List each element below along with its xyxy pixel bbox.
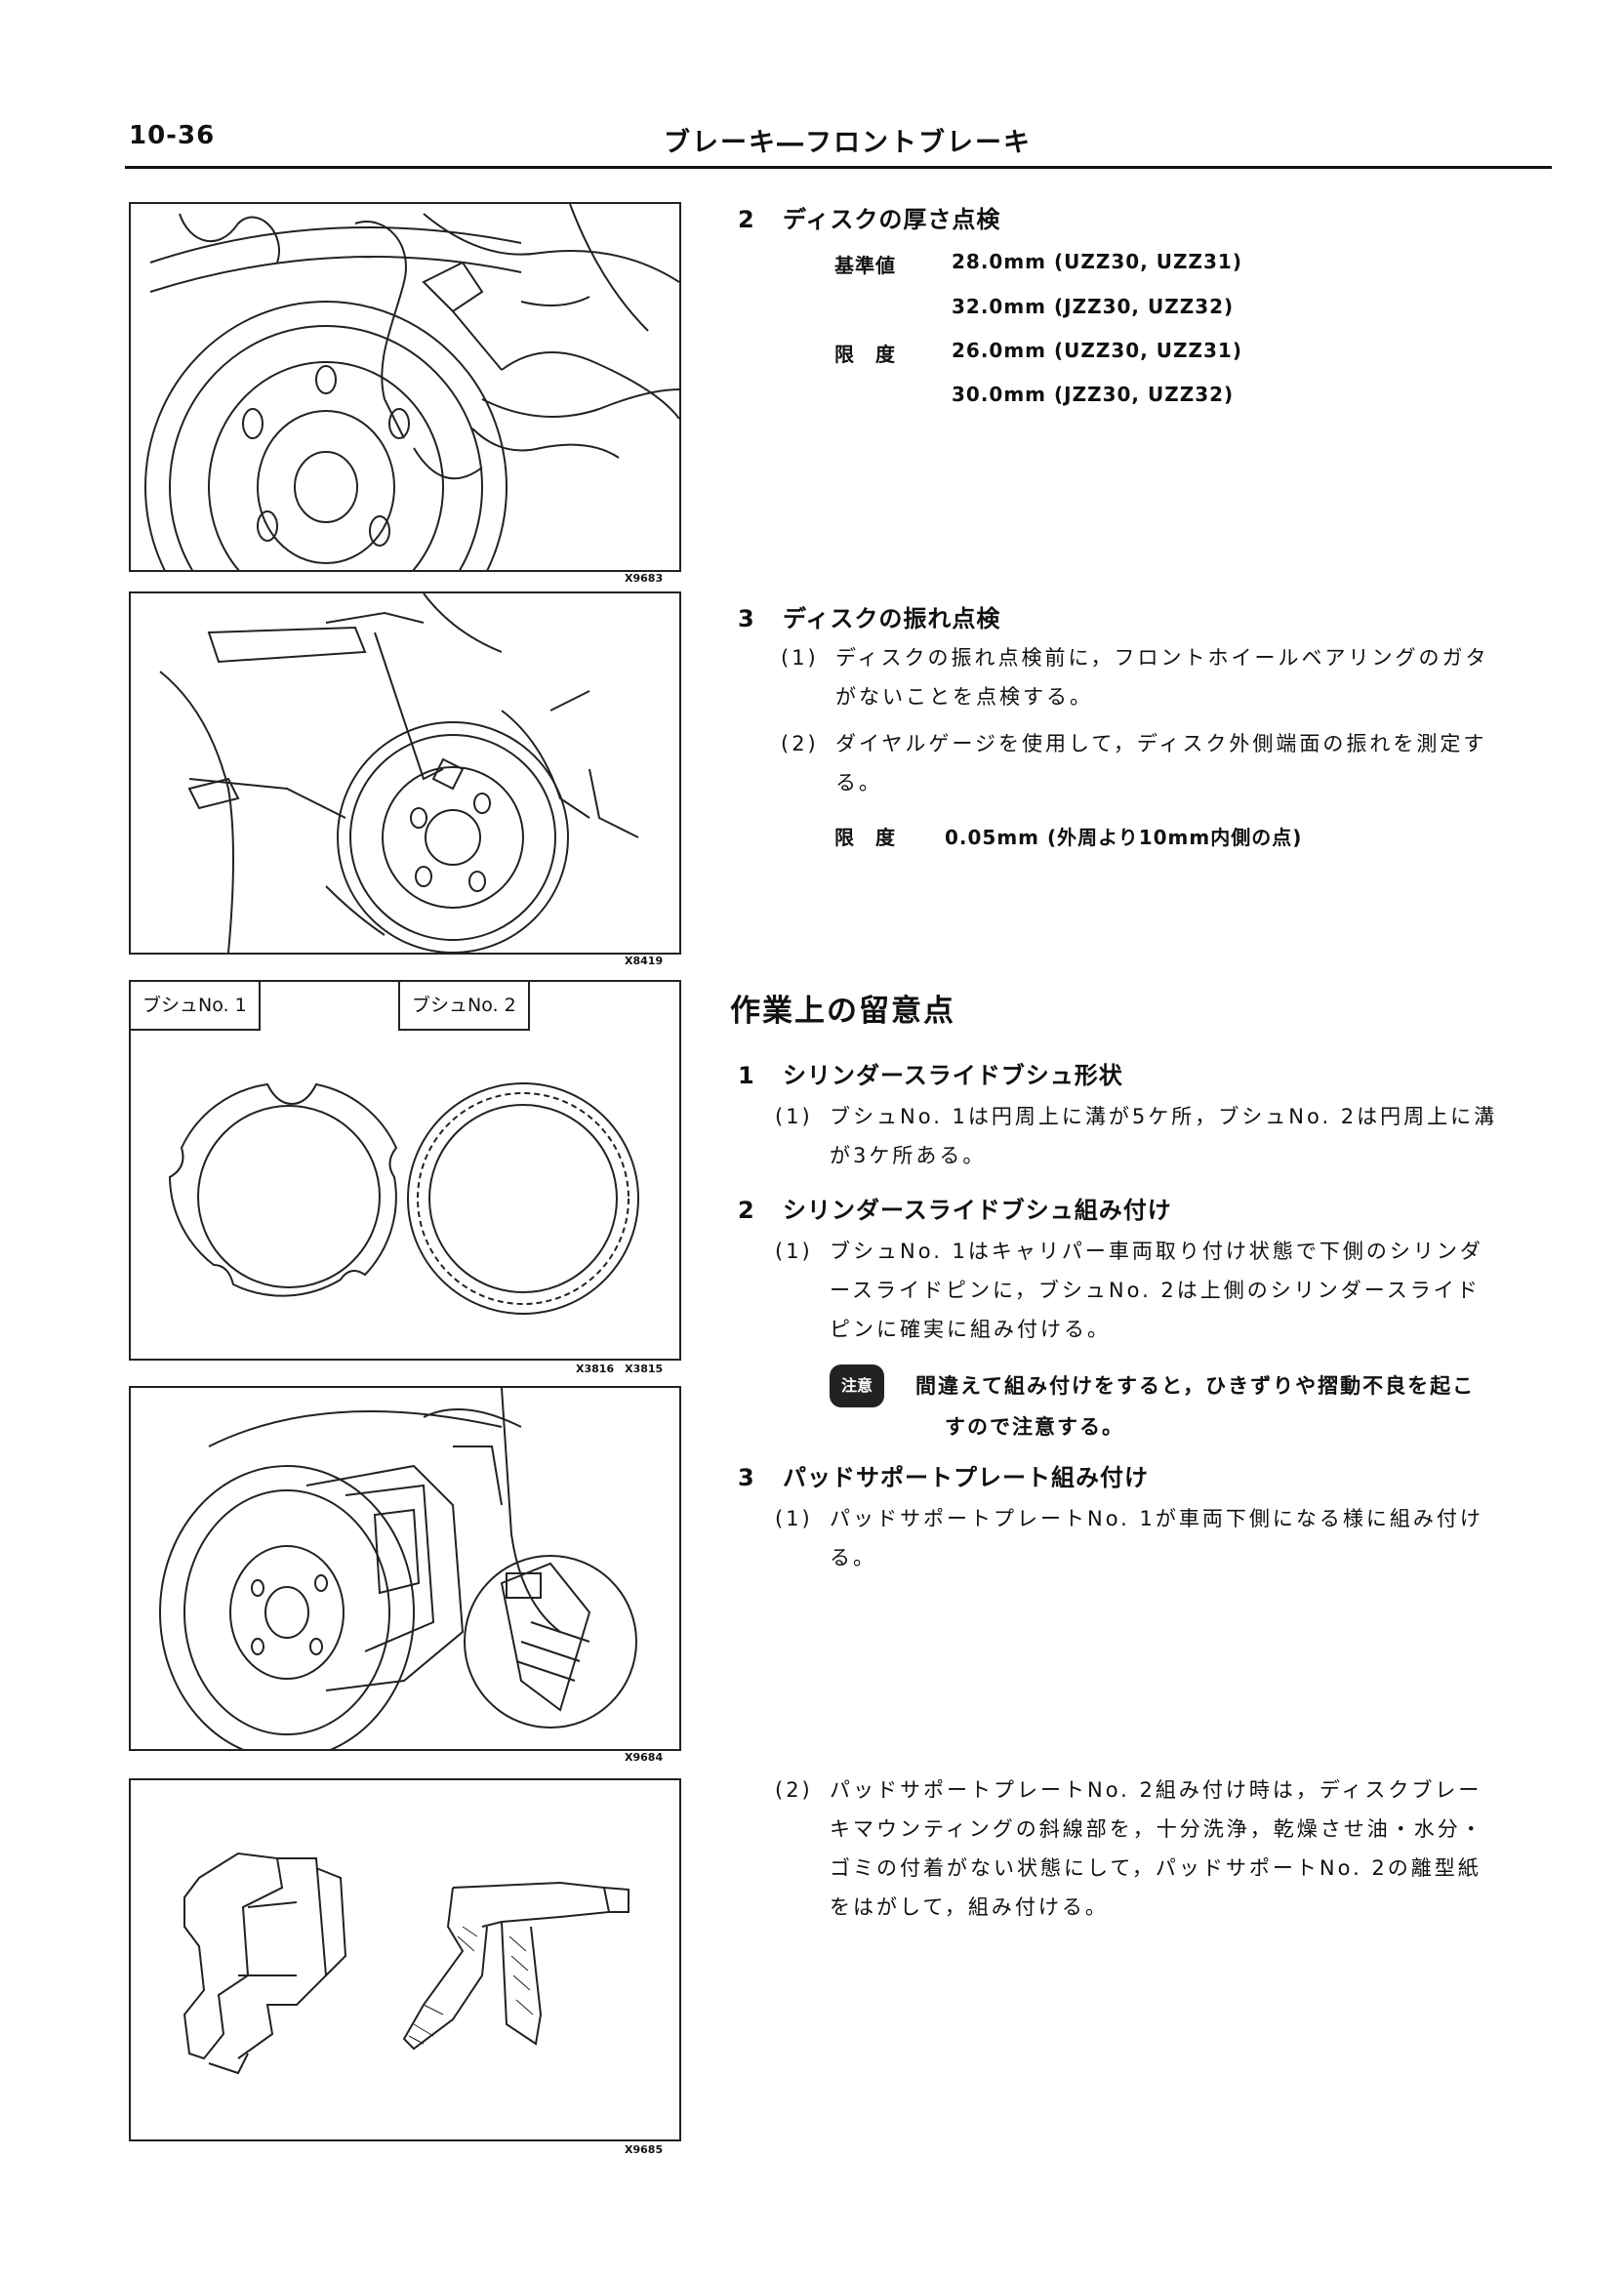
- paragraph-line: が3ケ所ある。: [830, 1144, 987, 1167]
- paragraph: (1) パッドサポートプレートNo. 1が車両下側になる様に組み付け る。: [775, 1499, 1483, 1577]
- figure-pad-support-plates: [129, 1778, 681, 2141]
- item-title: シリンダースライドブシュ組み付け: [783, 1197, 1172, 1224]
- paragraph-line: をはがして，組み付ける。: [830, 1895, 1109, 1919]
- paragraph: (2) ダイヤルゲージを使用して，ディスク外側端面の振れを測定す る。: [781, 724, 1487, 802]
- figure-disc-runout: [129, 591, 681, 955]
- paragraph-number: (1): [775, 1240, 813, 1263]
- paragraph-number: (2): [775, 1778, 813, 1802]
- disc-runout-illustration: [159, 593, 639, 953]
- header-rule: [125, 166, 1552, 169]
- spec-value: 26.0mm (UZZ30, UZZ31): [952, 339, 1242, 362]
- bushings-illustration: [168, 1082, 639, 1315]
- paragraph-line: パッドサポートプレートNo. 1が車両下側になる様に組み付け: [830, 1507, 1483, 1530]
- spec-label: 基準値: [834, 254, 896, 277]
- spec-value: 32.0mm (JZZ30, UZZ32): [952, 295, 1235, 318]
- bushing-1-label: ブシュNo. 1: [131, 982, 261, 1031]
- bushing-2-label: ブシュNo. 2: [398, 982, 530, 1031]
- paragraph-line: パッドサポートプレートNo. 2組み付け時は，ディスクブレー: [830, 1778, 1482, 1802]
- paragraph-line: ディスクの振れ点検前に，フロントホイールベアリングのガタ: [835, 646, 1489, 670]
- paragraph: (1) ディスクの振れ点検前に，フロントホイールベアリングのガタ がないことを点…: [781, 638, 1489, 716]
- item-title: ディスクの厚さ点検: [783, 206, 1001, 233]
- spec-value: 28.0mm (UZZ30, UZZ31): [952, 250, 1242, 273]
- item-number: 3: [738, 1464, 755, 1491]
- page-title: ブレーキ―フロントブレーキ: [664, 128, 1032, 158]
- caution-line: すので注意する。: [945, 1415, 1124, 1439]
- paragraph-line: ダイヤルゲージを使用して，ディスク外側端面の振れを測定す: [835, 732, 1487, 755]
- spec-label: 限 度: [834, 826, 896, 849]
- item-title: シリンダースライドブシュ形状: [783, 1062, 1123, 1089]
- paragraph-line: る。: [835, 771, 882, 794]
- paragraph-line: がないことを点検する。: [835, 685, 1093, 709]
- figure-bushings: ブシュNo. 1 ブシュNo. 2: [129, 980, 681, 1361]
- figure-code: X9684: [625, 1751, 664, 1764]
- figure-code: X8419: [625, 955, 664, 967]
- section-disc-runout-heading: 3 ディスクの振れ点検: [738, 599, 1000, 633]
- paragraph-line: ースライドピンに，ブシュNo. 2は上側のシリンダースライド: [830, 1279, 1481, 1302]
- item-title: ディスクの振れ点検: [783, 605, 1001, 632]
- figure-code: X3816 X3815: [576, 1363, 664, 1375]
- item-number: 3: [738, 605, 755, 632]
- paragraph-line: ブシュNo. 1はキャリパー車両取り付け状態で下側のシリンダ: [830, 1240, 1483, 1263]
- paragraph-number: (1): [775, 1507, 813, 1530]
- paragraph-line: る。: [830, 1546, 876, 1569]
- paragraph-line: キマウンティングの斜線部を，十分洗浄，乾燥させ油・水分・: [830, 1817, 1484, 1841]
- paragraph: (1) ブシュNo. 1は円周上に溝が5ケ所，ブシュNo. 2は円周上に溝 が3…: [775, 1097, 1498, 1175]
- disc-thickness-illustration: [144, 204, 679, 570]
- spec-value: 0.05mm (外周より10mm内側の点): [945, 826, 1303, 849]
- section-disc-thickness-heading: 2 ディスクの厚さ点検: [738, 200, 1000, 234]
- item-title: パッドサポートプレート組み付け: [783, 1464, 1149, 1491]
- paragraph-line: ゴミの付着がない状態にして，パッドサポートNo. 2の離型紙: [830, 1856, 1482, 1880]
- spec-label: 限 度: [834, 343, 896, 366]
- caution-badge: 注意: [830, 1364, 885, 1407]
- paragraph-line: ブシュNo. 1は円周上に溝が5ケ所，ブシュNo. 2は円周上に溝: [830, 1105, 1498, 1128]
- page-number: 10-36: [129, 121, 216, 150]
- pad-support-plates-illustration: [183, 1852, 629, 2075]
- paragraph-number: (1): [781, 646, 819, 670]
- section-heading: 作業上の留意点: [730, 994, 955, 1029]
- paragraph-line: ピンに確実に組み付ける。: [830, 1318, 1111, 1341]
- paragraph: (1) ブシュNo. 1はキャリパー車両取り付け状態で下側のシリンダ ースライド…: [775, 1232, 1483, 1349]
- item-number: 1: [738, 1062, 755, 1089]
- caliper-illustration: [159, 1388, 637, 1749]
- item-number: 2: [738, 206, 755, 233]
- paragraph-number: (2): [781, 732, 819, 755]
- spec-value: 30.0mm (JZZ30, UZZ32): [952, 383, 1235, 406]
- figure-code: X9685: [625, 2143, 664, 2156]
- item-number: 2: [738, 1197, 755, 1224]
- note-heading: 3 パッドサポートプレート組み付け: [738, 1458, 1149, 1492]
- caution-line: 間違えて組み付けをすると，ひきずりや摺動不良を起こ: [915, 1374, 1476, 1398]
- note-heading: 1 シリンダースライドブシュ形状: [738, 1056, 1123, 1090]
- figure-disc-thickness: [129, 202, 681, 572]
- caution-note: 注意 間違えて組み付けをすると，ひきずりや摺動不良を起こ すので注意する。: [830, 1364, 1475, 1446]
- note-heading: 2 シリンダースライドブシュ組み付け: [738, 1191, 1172, 1225]
- paragraph-number: (1): [775, 1105, 813, 1128]
- figure-pad-support-caliper: [129, 1386, 681, 1751]
- figure-code: X9683: [625, 572, 664, 585]
- paragraph: (2) パッドサポートプレートNo. 2組み付け時は，ディスクブレー キマウンテ…: [775, 1771, 1484, 1927]
